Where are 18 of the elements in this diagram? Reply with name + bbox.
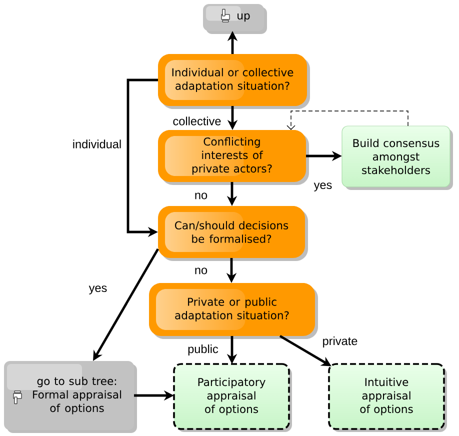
edge-label: no: [195, 268, 208, 274]
outcome-box: Intuitive appraisal of options: [328, 363, 447, 432]
dashed-arrow: [286, 110, 408, 130]
outcome-box: Participatory appraisal of options: [173, 363, 292, 432]
edge-label: no: [195, 192, 208, 200]
edge-label: yes: [314, 182, 332, 192]
subtree-link-box: go to sub tree: Formal appraisal of options: [4, 361, 137, 433]
decision-box: Individual or collective adaptation situation?: [158, 54, 310, 109]
edge-label: collective: [173, 116, 221, 126]
action-box: Build consensus amongst stakeholders: [342, 126, 453, 190]
decision-box: Can/should decisions be formalised?: [158, 206, 308, 261]
edge-label: individual: [73, 140, 121, 148]
edge-label: public: [188, 344, 218, 356]
edge-label: yes: [88, 286, 107, 294]
decision-box: Private or public adaptation situation?: [149, 283, 318, 339]
navigation-box: up: [203, 4, 267, 34]
decision-box: Conflicting interests of private actors?: [158, 130, 309, 185]
edge-label: private: [323, 336, 358, 348]
